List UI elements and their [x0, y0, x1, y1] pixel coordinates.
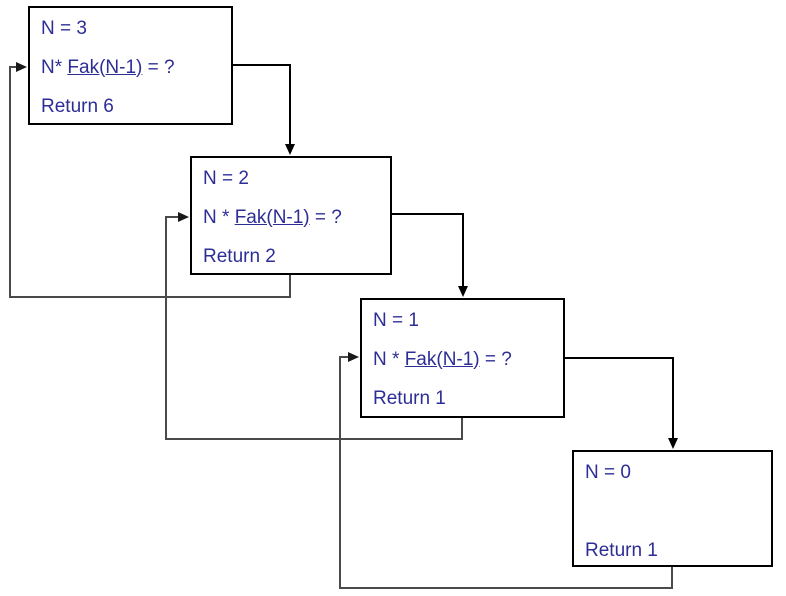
return-arrowhead-n2-to-n3: [16, 62, 27, 72]
frame-return-value: Return 1: [585, 539, 658, 561]
stack-frame-n2: N = 2 N * Fak(N-1) = ? Return 2: [190, 156, 392, 275]
call-arrow-line-n2-to-n1: [392, 213, 464, 288]
stack-frame-n0: N = 0 Return 1: [572, 450, 773, 567]
return-arrowhead-n0-to-n1: [348, 352, 359, 362]
return-arrow-line-n2-to-n3: [9, 66, 291, 298]
frame-return-value: Return 6: [41, 95, 114, 117]
frame-n-value: N = 3: [41, 17, 87, 39]
expression-suffix: = ?: [309, 206, 342, 228]
expression-suffix: = ?: [142, 56, 175, 78]
call-arrowhead-n2-to-n1: [458, 286, 468, 297]
expression-suffix: = ?: [479, 348, 512, 370]
call-arrow-line-n3-to-n2: [233, 64, 291, 146]
frame-expression: N* Fak(N-1) = ?: [41, 48, 231, 87]
stack-frame-n1: N = 1 N * Fak(N-1) = ? Return 1: [360, 298, 565, 418]
frame-n-value: N = 0: [585, 461, 631, 483]
expression-recursive-call: Fak(N-1): [234, 206, 310, 228]
call-arrowhead-n1-to-n0: [668, 438, 678, 449]
return-arrow-line-n1-to-n2: [165, 216, 463, 440]
frame-expression: N * Fak(N-1) = ?: [373, 340, 563, 379]
expression-prefix: N *: [373, 348, 405, 370]
frame-return-value: Return 2: [203, 245, 276, 267]
expression-recursive-call: Fak(N-1): [67, 56, 143, 78]
call-arrow-line-n1-to-n0: [565, 357, 674, 440]
frame-return-value: Return 1: [373, 387, 446, 409]
call-arrowhead-n3-to-n2: [285, 144, 295, 155]
return-arrowhead-n1-to-n2: [178, 212, 189, 222]
frame-expression: N * Fak(N-1) = ?: [203, 198, 390, 237]
frame-n-value: N = 1: [373, 309, 419, 331]
expression-prefix: N *: [203, 206, 235, 228]
frame-n-value: N = 2: [203, 167, 249, 189]
frame-expression: [585, 492, 771, 531]
stack-frame-n3: N = 3 N* Fak(N-1) = ? Return 6: [28, 6, 233, 125]
expression-prefix: N*: [41, 56, 68, 78]
return-arrow-line-n0-to-n1: [339, 356, 673, 589]
expression-recursive-call: Fak(N-1): [404, 348, 480, 370]
